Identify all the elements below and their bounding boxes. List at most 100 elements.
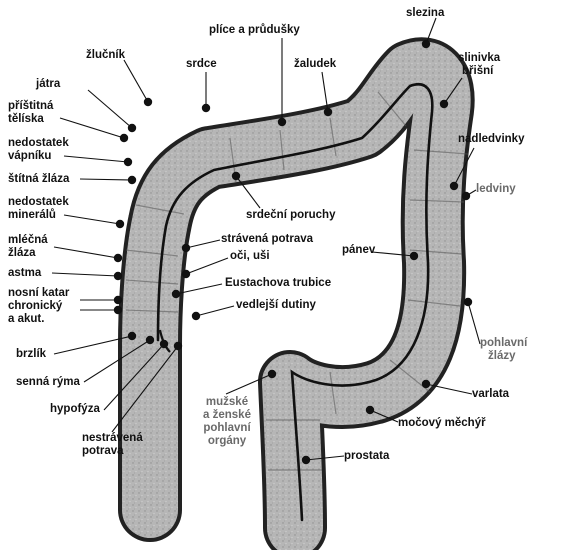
- label-oci-usi: oči, uši: [230, 250, 270, 262]
- label-prostata: prostata: [344, 450, 390, 462]
- dot-srdce: [201, 103, 211, 113]
- label-slinivka-1: slinivka: [458, 52, 501, 64]
- dot-nadledvinky: [449, 181, 459, 191]
- dot-mocovy: [365, 405, 375, 415]
- label-nosni-3: a akut.: [8, 313, 45, 325]
- dot-pohlavni-zlazy: [463, 297, 473, 307]
- label-varlata: varlata: [472, 388, 510, 400]
- label-jatra: játra: [36, 78, 61, 90]
- label-slezina: slezina: [406, 7, 445, 19]
- leader-nestravena: [111, 345, 179, 433]
- leader-zaludek: [321, 71, 329, 113]
- dot-plice: [277, 117, 287, 127]
- label-nestravena-2: potrava: [82, 445, 124, 457]
- label-pristitna-1: příštitná: [8, 100, 54, 112]
- label-nedostatek-vapniku-2: vápníku: [8, 150, 52, 162]
- label-muzske-4: orgány: [207, 435, 247, 447]
- dot-slezina: [421, 39, 431, 49]
- reflex-points: [113, 39, 473, 465]
- label-mlecna-2: žláza: [8, 247, 36, 259]
- label-stravena: strávená potrava: [221, 233, 314, 245]
- dot-pristitna: [119, 133, 129, 143]
- label-nosni-1: nosní katar: [8, 287, 70, 299]
- dot-mlecna: [113, 253, 123, 263]
- colon-body: [118, 37, 475, 555]
- leader-oci-usi: [185, 257, 229, 275]
- label-senna: senná rýma: [16, 376, 80, 388]
- label-brzlik: brzlík: [16, 348, 47, 360]
- leader-varlata: [425, 383, 473, 395]
- leader-brzlik: [53, 335, 133, 355]
- leader-muzske: [225, 373, 273, 395]
- dot-srdecni-poruchy: [231, 171, 241, 181]
- dot-muzske: [267, 369, 277, 379]
- dot-nosni-b: [113, 305, 123, 315]
- leader-srdecni-poruchy: [235, 175, 261, 209]
- label-eustachova: Eustachova trubice: [225, 277, 332, 289]
- colon-fill: [122, 41, 471, 555]
- colon-folds: [125, 91, 469, 471]
- label-nedostatek-vapniku-1: nedostatek: [8, 137, 69, 149]
- leader-nadledvinky: [453, 147, 475, 187]
- dot-brzlik: [127, 331, 137, 341]
- label-astma: astma: [8, 267, 42, 279]
- label-srdce: srdce: [186, 58, 217, 70]
- label-muzske-3: pohlavní: [203, 422, 251, 434]
- label-muzske-2: a ženské: [203, 409, 251, 421]
- label-nedostatek-mineralu-1: nedostatek: [8, 196, 69, 208]
- dot-stravena: [181, 243, 191, 253]
- label-plice: plíce a průdušky: [209, 24, 300, 36]
- leader-nedostatek-mineralu: [63, 214, 121, 225]
- dot-vedlejsi: [191, 311, 201, 321]
- dot-jatra: [127, 123, 137, 133]
- leader-nedostatek-vapniku: [63, 155, 129, 163]
- leader-astma: [51, 272, 119, 277]
- dot-nosni: [113, 295, 123, 305]
- dot-varlata: [421, 379, 431, 389]
- dot-hypofyza: [159, 339, 169, 349]
- label-panev: pánev: [342, 244, 376, 256]
- leader-senna: [83, 339, 151, 383]
- leader-mlecna: [53, 246, 119, 259]
- leader-pohlavni-zlazy: [467, 301, 481, 345]
- label-slinivka-2: břišní: [462, 65, 494, 77]
- label-zlucnik: žlučník: [86, 49, 125, 61]
- leader-vedlejsi: [195, 305, 235, 317]
- leader-prostata: [305, 455, 345, 461]
- label-nadledvinky: nadledvinky: [458, 133, 525, 145]
- dot-stitna: [127, 175, 137, 185]
- label-srdecni-poruchy: srdeční poruchy: [246, 209, 336, 221]
- label-nosni-2: chronický: [8, 300, 63, 312]
- dot-slinivka: [439, 99, 449, 109]
- label-zaludek: žaludek: [294, 58, 337, 70]
- label-nestravena-1: nestrávená: [82, 432, 143, 444]
- label-pohlavni-zlazy-2: žlázy: [488, 350, 516, 362]
- dot-nestravena: [173, 341, 183, 351]
- colon-center-line: [156, 83, 434, 522]
- leader-slinivka: [443, 77, 463, 105]
- label-pohlavni-zlazy-1: pohlavní: [480, 337, 528, 349]
- dot-zaludek: [323, 107, 333, 117]
- dot-zlucnik: [143, 97, 153, 107]
- leader-stitna: [79, 178, 133, 181]
- leader-pristitna: [59, 117, 125, 139]
- label-pristitna-2: tělíska: [8, 113, 44, 125]
- label-ledviny: ledviny: [476, 183, 516, 195]
- dot-nedostatek-mineralu: [115, 219, 125, 229]
- label-stitna: štítná žláza: [8, 173, 70, 185]
- dot-oci-usi: [181, 269, 191, 279]
- leader-stravena: [185, 239, 221, 249]
- dot-ledviny: [461, 191, 471, 201]
- label-vedlejsi: vedlejší dutiny: [236, 299, 316, 311]
- label-mocovy: močový měchýř: [398, 417, 486, 429]
- label-mlecna-1: mléčná: [8, 234, 48, 246]
- dot-panev: [409, 251, 419, 261]
- label-muzske-1: mužské: [205, 396, 249, 408]
- leader-panev: [371, 251, 415, 257]
- leader-hypofyza: [103, 343, 165, 411]
- dot-prostata: [301, 455, 311, 465]
- label-hypofyza: hypofýza: [50, 403, 100, 415]
- dot-senna: [145, 335, 155, 345]
